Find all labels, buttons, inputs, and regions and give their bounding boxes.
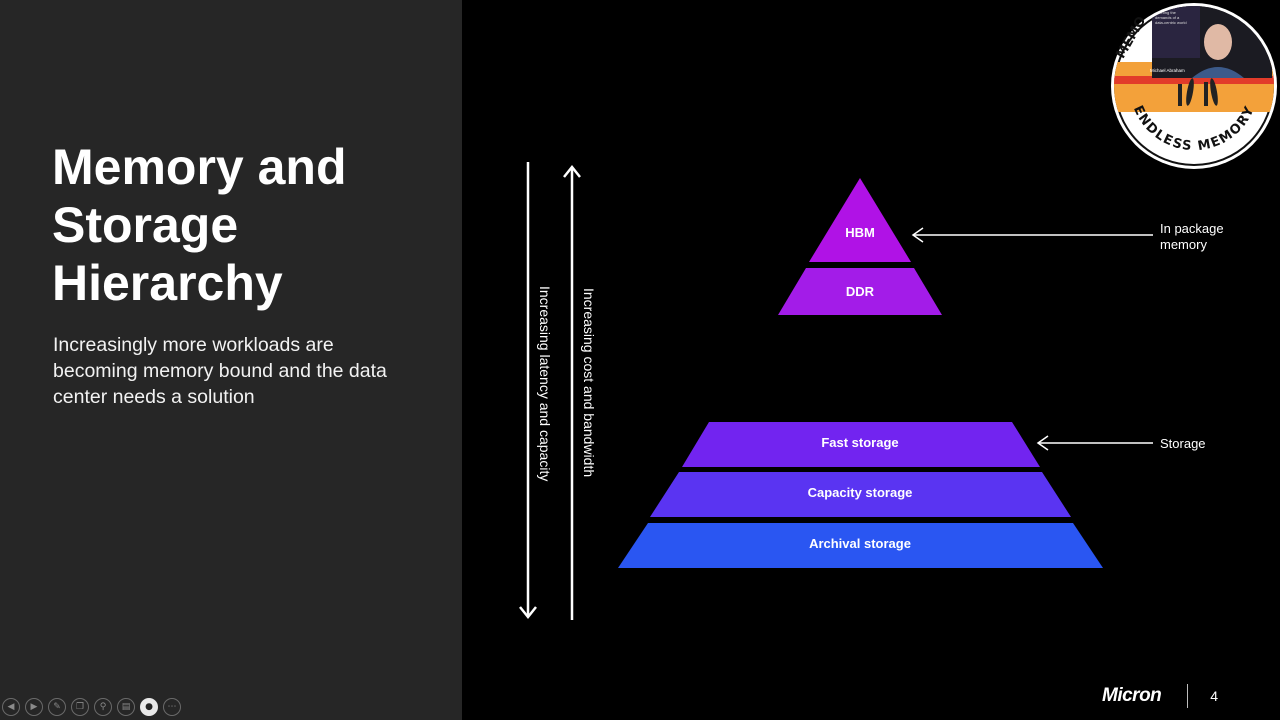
presenter-badge: Meeting the demands of a data-centric wo… bbox=[1111, 3, 1277, 169]
storage-callout-arrowhead-icon bbox=[1036, 435, 1049, 451]
ddr-tier bbox=[778, 268, 942, 315]
footer-divider bbox=[1187, 684, 1189, 708]
slide-subtitle: Increasingly more workloads are becoming… bbox=[53, 334, 387, 408]
hbm-label: HBM bbox=[845, 225, 875, 240]
presenter-shirt bbox=[1192, 67, 1244, 78]
pen-icon[interactable]: ✎ bbox=[48, 698, 66, 716]
title-panel: Memory and Storage Hierarchy Increasingl… bbox=[0, 0, 462, 720]
subtitles-icon[interactable]: ▤ bbox=[117, 698, 135, 716]
footer-brand: Micron 4 bbox=[1102, 682, 1218, 710]
previous-icon[interactable]: ◀ bbox=[2, 698, 20, 716]
latency-label: Increasing latency and capacity bbox=[537, 286, 553, 481]
ddr-label: DDR bbox=[846, 284, 875, 299]
presenter-name: Michael Abraham bbox=[1150, 68, 1185, 73]
presentation-toolbar: ◀ ▶ ✎ ❐ ⚲ ▤ ● ⋯ bbox=[2, 697, 181, 717]
memory-callout-line2: memory bbox=[1160, 237, 1207, 252]
screen-text-1: Meeting the bbox=[1155, 10, 1177, 15]
archival-storage-label: Archival storage bbox=[809, 536, 911, 551]
capacity-storage-label: Capacity storage bbox=[808, 485, 913, 500]
memory-callout-line1: In package bbox=[1160, 221, 1224, 236]
memory-callout-arrowhead-icon bbox=[911, 227, 924, 243]
more-icon[interactable]: ⋯ bbox=[163, 698, 181, 716]
screen-text-2: demands of a bbox=[1155, 15, 1180, 20]
slides-icon[interactable]: ❐ bbox=[71, 698, 89, 716]
presenter-face bbox=[1204, 24, 1232, 60]
fast-storage-tier bbox=[682, 422, 1040, 467]
page-number: 4 bbox=[1210, 688, 1219, 704]
cost-arrowhead-icon bbox=[563, 164, 581, 178]
archival-storage-tier bbox=[618, 523, 1103, 568]
cost-label: Increasing cost and bandwidth bbox=[581, 288, 597, 477]
screen-text-3: data-centric world bbox=[1155, 20, 1187, 25]
camera-icon[interactable]: ● bbox=[140, 698, 158, 716]
latency-arrowhead-icon bbox=[519, 606, 537, 620]
hbm-tier bbox=[809, 178, 911, 262]
capacity-storage-tier bbox=[650, 472, 1071, 517]
micron-logo: Micron bbox=[1102, 685, 1162, 706]
fast-storage-label: Fast storage bbox=[821, 435, 898, 450]
badge-stripe bbox=[1114, 76, 1274, 84]
slide-title: Memory and Storage Hierarchy bbox=[52, 139, 347, 311]
zoom-icon[interactable]: ⚲ bbox=[94, 698, 112, 716]
surfer-silhouettes-icon bbox=[1178, 78, 1218, 106]
storage-callout-label: Storage bbox=[1160, 436, 1206, 451]
next-icon[interactable]: ▶ bbox=[25, 698, 43, 716]
presentation-screen bbox=[1152, 6, 1200, 58]
